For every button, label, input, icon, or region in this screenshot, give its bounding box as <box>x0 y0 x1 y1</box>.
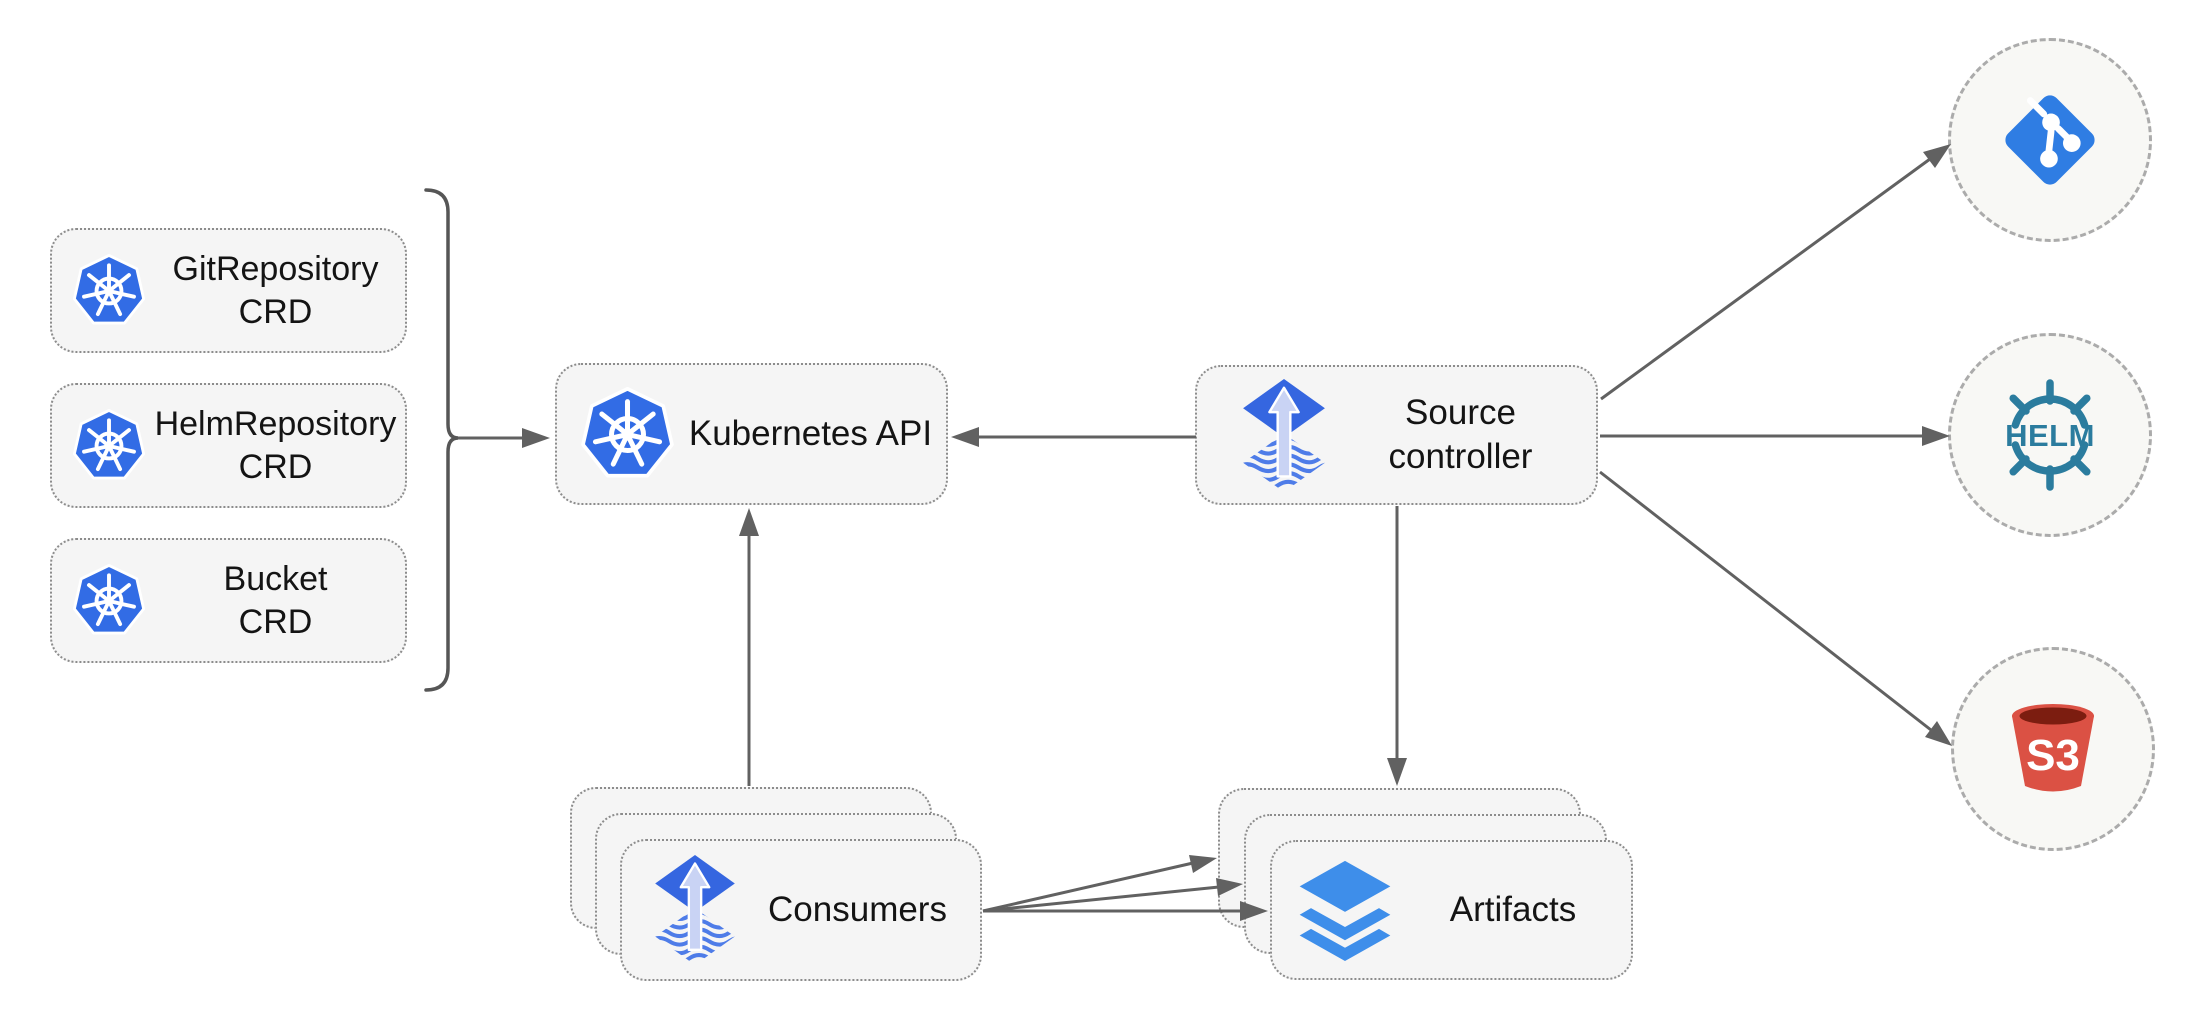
arrow-source-controller-to-helm <box>1600 426 1950 446</box>
flux-icon <box>655 855 735 964</box>
label-line: GitRepository <box>172 249 379 288</box>
label-line: CRD <box>238 447 313 486</box>
kubernetes-icon <box>72 408 146 480</box>
node-git-source <box>1948 38 2152 242</box>
s3-bucket-icon: S3 <box>2012 704 2094 792</box>
label-line: CRD <box>238 292 313 331</box>
arrow-source-controller-to-kubernetes-api <box>951 427 1196 447</box>
helm-icon: HELM <box>2005 379 2095 491</box>
node-s3-source: S3 <box>1951 647 2155 851</box>
node-label: Artifacts <box>1449 890 1577 929</box>
node-source-controller: Source controller <box>1195 365 1598 505</box>
label-line: controller <box>1388 437 1533 476</box>
label-line: Source <box>1405 393 1516 432</box>
arrow-source-controller-to-git <box>1600 144 1951 401</box>
arrow-consumers-to-artifacts-2 <box>982 878 1243 913</box>
node-label: Source controller <box>1325 391 1596 479</box>
node-helm-source: HELM <box>1948 333 2152 537</box>
arrow-source-controller-to-artifacts <box>1387 506 1407 786</box>
node-consumers: Consumers <box>620 839 982 981</box>
s3-wordmark: S3 <box>2026 731 2080 780</box>
layers-icon <box>1299 860 1391 961</box>
node-label: Kubernetes API <box>688 414 933 453</box>
node-label: Bucket CRD <box>146 558 405 644</box>
arrow-source-controller-to-s3 <box>1599 470 1952 746</box>
node-label: Consumers <box>768 890 947 929</box>
node-artifacts: Artifacts <box>1270 840 1633 980</box>
node-label: HelmRepository CRD <box>146 403 405 489</box>
kubernetes-icon <box>581 386 674 478</box>
node-label: GitRepository CRD <box>146 248 405 334</box>
arrow-crds-to-kubernetes-api <box>458 428 550 448</box>
label-line: CRD <box>238 602 313 641</box>
crd-group-bracket <box>424 188 459 692</box>
helm-wordmark: HELM <box>2005 418 2095 453</box>
arrow-consumers-to-artifacts-1 <box>982 855 1217 913</box>
label-line: HelmRepository <box>154 404 397 443</box>
arrow-consumers-to-kubernetes-api <box>739 508 759 786</box>
git-icon <box>2005 95 2095 185</box>
node-bucket-crd: Bucket CRD <box>50 538 407 663</box>
kubernetes-icon <box>72 563 146 635</box>
node-helmrepository-crd: HelmRepository CRD <box>50 383 407 508</box>
node-gitrepository-crd: GitRepository CRD <box>50 228 407 353</box>
node-kubernetes-api: Kubernetes API <box>555 363 948 505</box>
label-line: Bucket <box>223 559 328 598</box>
flux-icon <box>1243 378 1325 491</box>
kubernetes-icon <box>72 253 146 325</box>
